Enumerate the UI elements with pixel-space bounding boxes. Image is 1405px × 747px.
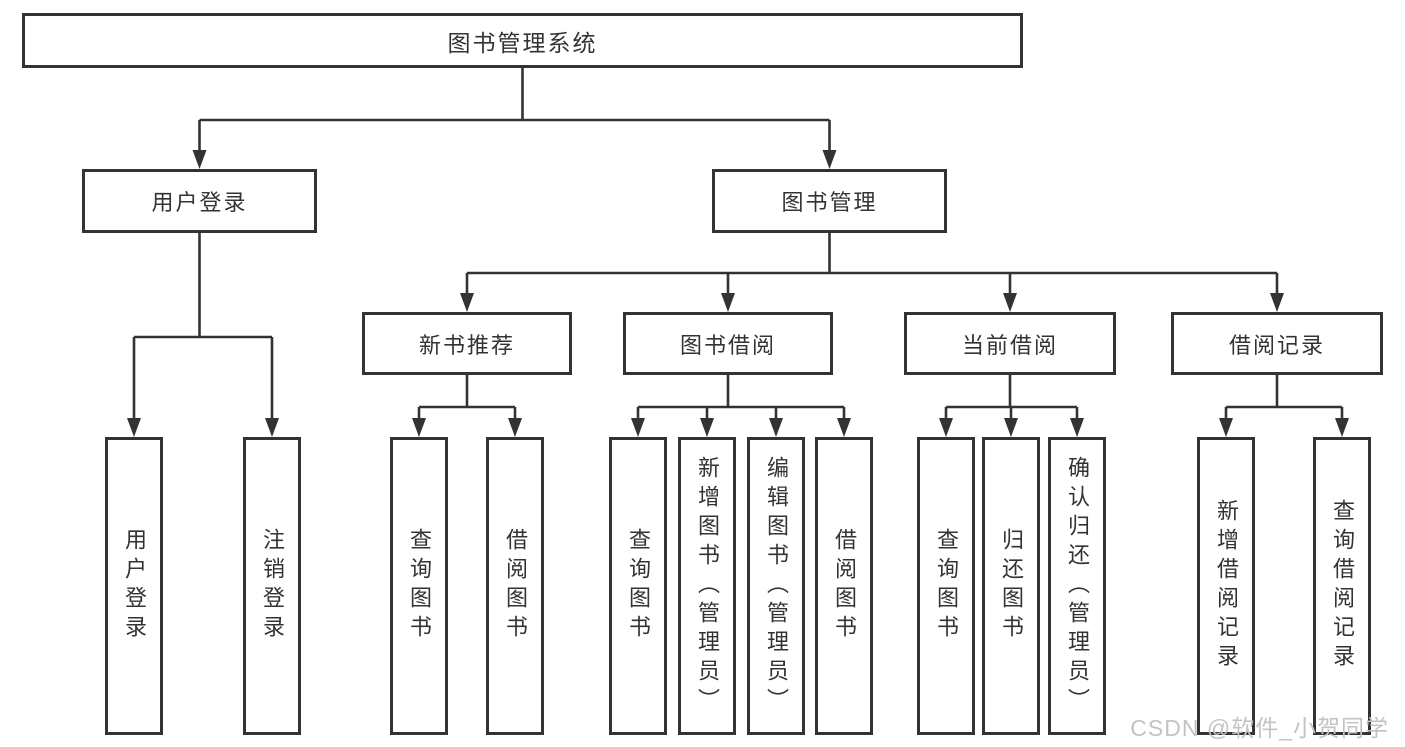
node-label: 新书推荐	[418, 332, 515, 358]
node-label: 当前借阅	[961, 332, 1058, 358]
leaf-label: 新增借阅记录	[1214, 499, 1239, 673]
leaf-add-borrow-record: 新增借阅记录	[1197, 437, 1255, 735]
csdn-watermark: CSDN @软件_小贺同学	[1130, 715, 1389, 741]
leaf-add-books-admin: 新增图书（管理员）	[678, 437, 736, 735]
leaf-label: 注销登录	[260, 528, 285, 644]
leaf-label: 借阅图书	[503, 528, 528, 644]
node-new-book-recommendation: 新书推荐	[362, 312, 572, 375]
leaf-query-books-recommend: 查询图书	[390, 437, 448, 735]
leaf-label: 新增图书（管理员）	[695, 455, 720, 717]
leaf-borrow-books-recommend: 借阅图书	[486, 437, 544, 735]
leaf-label: 查询图书	[934, 528, 959, 644]
leaf-label: 查询图书	[407, 528, 432, 644]
arrowheads	[127, 150, 1349, 437]
node-label: 借阅记录	[1228, 332, 1325, 358]
leaf-label: 编辑图书（管理员）	[764, 455, 789, 717]
node-user-login: 用户登录	[82, 169, 317, 233]
leaf-return-books: 归还图书	[982, 437, 1040, 735]
leaf-label: 查询图书	[626, 528, 651, 644]
leaf-label: 借阅图书	[832, 528, 857, 644]
leaf-borrow-books: 借阅图书	[815, 437, 873, 735]
leaf-label: 查询借阅记录	[1330, 499, 1355, 673]
leaf-user-login: 用户登录	[105, 437, 163, 735]
node-label: 图书管理	[781, 190, 878, 215]
node-current-borrowing: 当前借阅	[904, 312, 1116, 375]
leaf-label: 归还图书	[999, 528, 1024, 644]
node-label: 图书借阅	[679, 332, 776, 358]
leaf-label: 用户登录	[122, 528, 147, 644]
leaf-query-books-current: 查询图书	[917, 437, 975, 735]
node-book-borrowing: 图书借阅	[623, 312, 833, 375]
leaf-query-borrow-record: 查询借阅记录	[1313, 437, 1371, 735]
leaf-edit-books-admin: 编辑图书（管理员）	[747, 437, 805, 735]
node-library-management-system: 图书管理系统	[22, 13, 1023, 68]
node-label: 用户登录	[151, 190, 248, 215]
leaf-query-books-borrowing: 查询图书	[609, 437, 667, 735]
node-label: 图书管理系统	[447, 29, 598, 56]
leaf-logout: 注销登录	[243, 437, 301, 735]
leaf-confirm-return-admin: 确认归还（管理员）	[1048, 437, 1106, 735]
node-book-management: 图书管理	[712, 169, 947, 233]
leaf-label: 确认归还（管理员）	[1065, 455, 1090, 717]
node-borrowing-records: 借阅记录	[1171, 312, 1383, 375]
